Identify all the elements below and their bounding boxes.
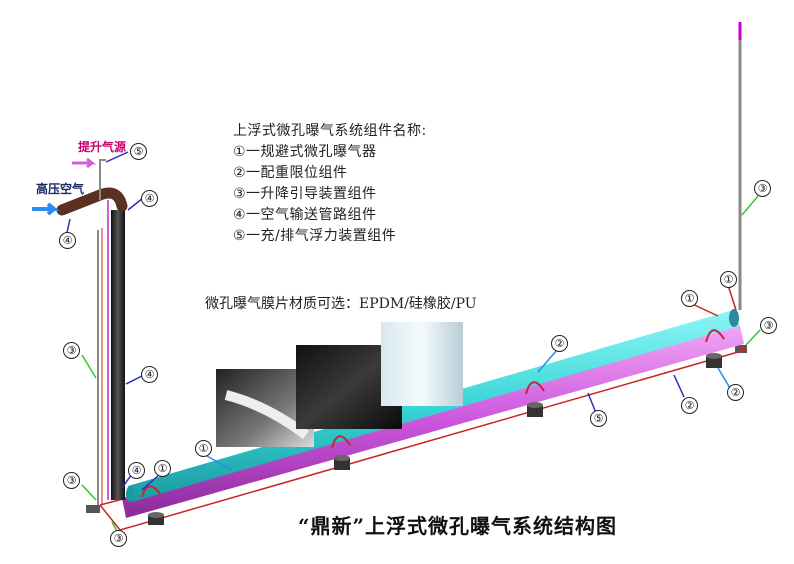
high-pressure-arrow-icon bbox=[32, 202, 60, 216]
diagram-caption: “鼎新”上浮式微孔曝气系统结构图 bbox=[298, 514, 618, 538]
callout-3-right-base: ③ bbox=[760, 317, 777, 334]
callout-1-right: ① bbox=[681, 290, 698, 307]
callout-3-bottom: ③ bbox=[110, 530, 127, 547]
callout-1-right-top: ① bbox=[720, 271, 737, 288]
weight-assemblies bbox=[141, 329, 725, 525]
callout-4-elbow: ④ bbox=[141, 190, 158, 207]
buoyancy-tube bbox=[122, 326, 744, 518]
photo-pu bbox=[381, 322, 463, 406]
weight-block bbox=[331, 435, 351, 470]
callout-1-mid: ① bbox=[195, 440, 212, 457]
legend-item-air-pipe: ④一空气输送管路组件 bbox=[233, 207, 377, 223]
weight-block bbox=[705, 329, 725, 368]
legend-item-weight: ②一配重限位组件 bbox=[233, 165, 348, 181]
left-riser bbox=[56, 159, 128, 513]
right-guide-rod bbox=[735, 22, 747, 353]
lift-air-arrow-icon bbox=[72, 157, 97, 169]
callout-3-left: ③ bbox=[63, 342, 80, 359]
callout-2-right: ② bbox=[727, 384, 744, 401]
callout-5-top: ⑤ bbox=[130, 143, 147, 160]
high-pressure-air-label: 高压空气 bbox=[36, 182, 85, 196]
callout-4-inlet: ④ bbox=[59, 232, 76, 249]
weight-block bbox=[141, 485, 164, 525]
callout-3-left-base: ③ bbox=[63, 472, 80, 489]
callout-4-base: ④ bbox=[128, 462, 145, 479]
inlet-arrows bbox=[32, 157, 97, 216]
legend-item-aerator: ①一规避式微孔曝气器 bbox=[233, 144, 377, 160]
legend-item-guide: ③一升降引导装置组件 bbox=[233, 186, 377, 202]
callout-2-lower: ② bbox=[681, 397, 698, 414]
legend-title: 上浮式微孔曝气系统组件名称: bbox=[233, 123, 427, 139]
component-legend: 上浮式微孔曝气系统组件名称: ①一规避式微孔曝气器 ②一配重限位组件 ③一升降引… bbox=[233, 121, 427, 247]
callout-5-mid: ⑤ bbox=[590, 410, 607, 427]
callout-1-left: ① bbox=[154, 460, 171, 477]
legend-item-buoyancy: ⑤一充/排气浮力装置组件 bbox=[233, 228, 397, 244]
callout-2-mid: ② bbox=[551, 335, 568, 352]
callout-3-right: ③ bbox=[754, 180, 771, 197]
lift-air-label: 提升气源 bbox=[78, 140, 127, 154]
callout-4-riser: ④ bbox=[141, 366, 158, 383]
photo-epdm-roll bbox=[224, 390, 309, 440]
weight-block bbox=[525, 381, 545, 417]
membrane-photos bbox=[216, 322, 463, 447]
material-note: 微孔曝气膜片材质可选：EPDM/硅橡胶/PU bbox=[205, 296, 477, 312]
